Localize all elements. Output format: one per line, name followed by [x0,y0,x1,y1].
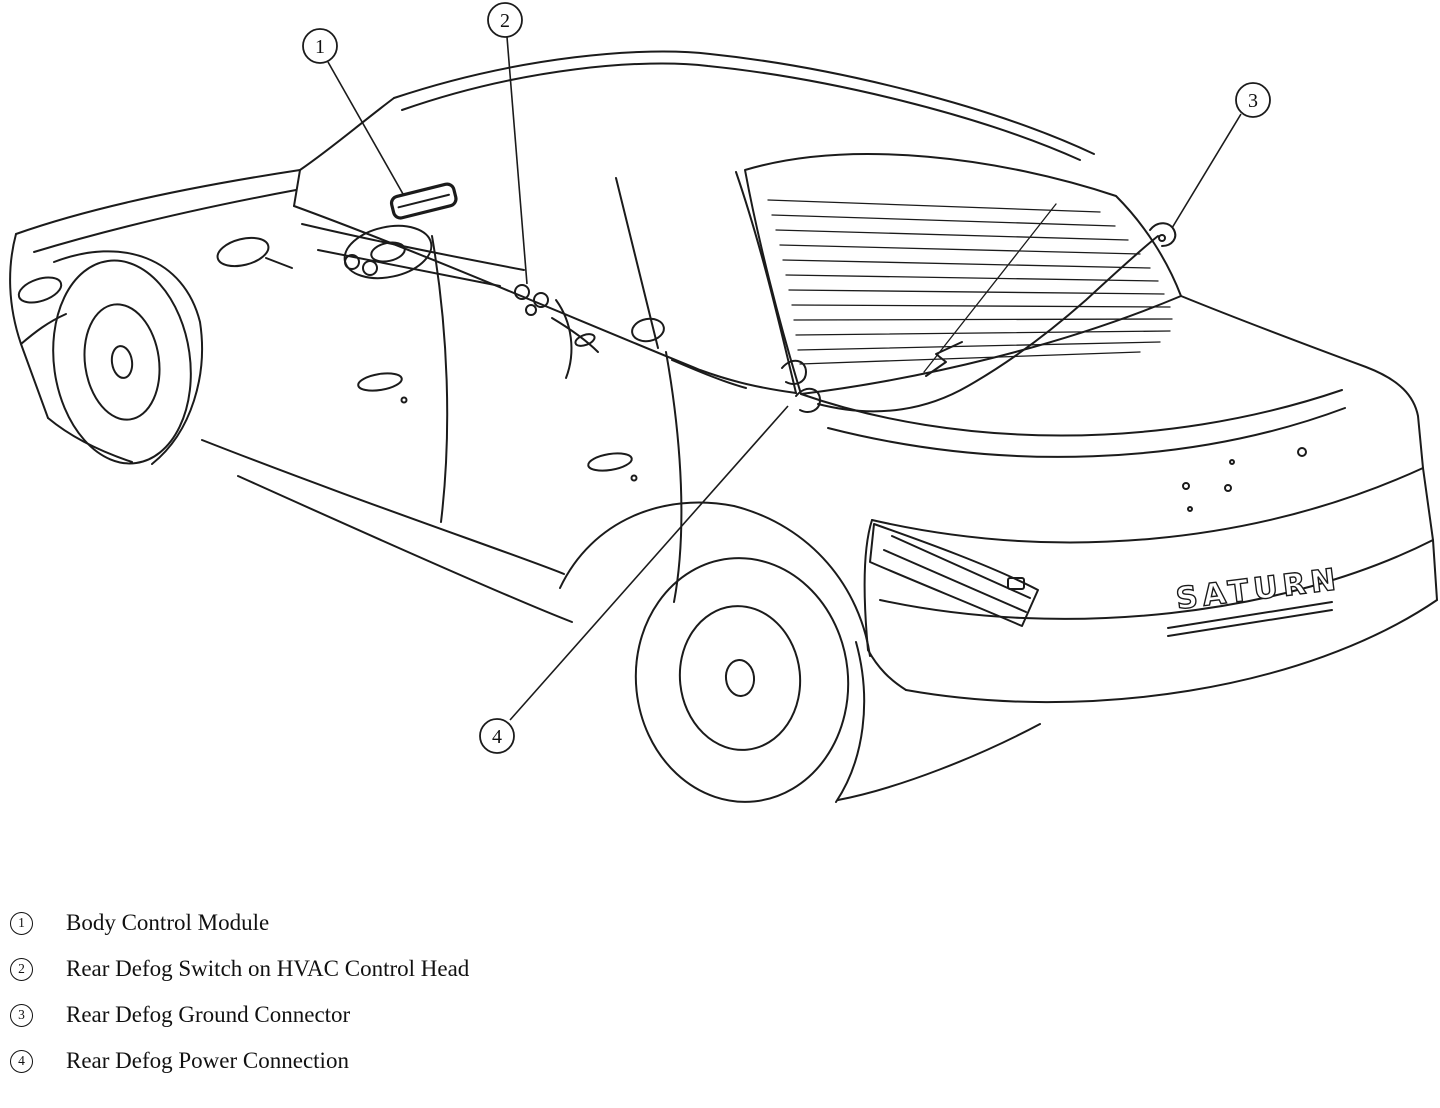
body-control-module [389,182,458,220]
legend-item: 3 Rear Defog Ground Connector [10,1002,469,1028]
rear-badge [1007,577,1025,590]
power-connector [795,387,821,413]
legend-item: 2 Rear Defog Switch on HVAC Control Head [10,956,469,982]
legend-number-badge: 2 [10,957,33,981]
trunk-lock [1297,447,1307,457]
callouts: 1 2 3 4 [302,2,1271,754]
legend-label: Rear Defog Power Connection [66,1048,349,1073]
defogger-grid [767,199,1173,373]
callout-4: 4 [479,405,789,754]
defog-harness [781,222,1177,413]
callout-2-number: 2 [500,10,510,32]
rear-door-handle [587,452,633,472]
vehicle-diagram-svg: 1 2 3 4 SATURN [9,2,1438,803]
saturn-badge-text: SATURN [1174,562,1343,617]
legend-label: Body Control Module [66,910,270,935]
legend-item: 4 Rear Defog Power Connection [10,1048,469,1074]
power-connector [781,359,807,385]
callout-1: 1 [302,28,404,195]
car-body [9,50,1438,803]
hvac-knob [533,292,549,308]
side-mirror [216,236,293,269]
callout-4-number: 4 [492,726,502,748]
legend-item: 1 Body Control Module [10,910,469,936]
headlamp [17,276,63,304]
rear-wheel [559,501,1041,803]
roof [293,50,1095,394]
legend-number-badge: 1 [10,911,33,935]
hvac-knob [514,284,530,300]
legend-number-badge: 3 [10,1003,33,1027]
rear-window [744,153,1182,395]
c-pillar [735,171,797,394]
legend-label: Rear Defog Switch on HVAC Control Head [66,956,470,981]
front-end [9,169,301,463]
callout-3: 3 [1171,82,1271,229]
doors [201,235,683,623]
rear-end [800,295,1438,704]
interior [301,182,747,389]
vehicle-diagram: 1 2 3 4 SATURN [9,2,1438,803]
rear-defog-switch [525,304,537,316]
legend-number-badge: 4 [10,1049,33,1073]
callout-1-number: 1 [315,36,325,58]
legend: 1 Body Control Module 2 Rear Defog Switc… [10,910,469,1074]
legend-label: Rear Defog Ground Connector [66,1002,351,1027]
callout-2: 2 [487,2,528,285]
front-door-handle [357,372,403,392]
front-wheel [52,250,203,465]
ground-connector [1149,222,1177,247]
callout-3-number: 3 [1248,90,1258,112]
taillamp [869,523,1039,627]
antenna-line [923,203,1057,373]
